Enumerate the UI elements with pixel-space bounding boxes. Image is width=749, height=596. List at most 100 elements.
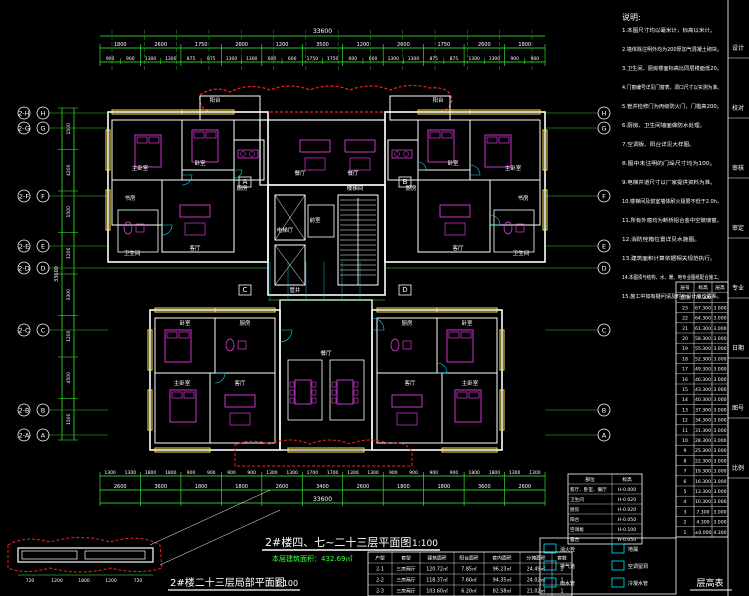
door-swing: [279, 329, 293, 343]
elev-table-header-0: 部位: [585, 476, 595, 483]
elev-table-header-1: 标高: [622, 476, 632, 483]
floor-table-cell: 2: [684, 520, 687, 526]
window: [499, 389, 505, 431]
dim-text: 2600: [276, 484, 289, 490]
note-line-9: 9.电梯井道尺寸以厂家提供资料为准。: [622, 178, 716, 186]
left-row-axis-bubbles: H2-HG2-GF2-FE2-ED2-DC2-CB2-BA2-A: [17, 106, 108, 442]
area-table-cell: 96.23㎡: [493, 566, 512, 573]
dim-text: 2600: [154, 42, 167, 48]
strip-label-7: 比例: [732, 464, 744, 472]
axis-left-F-label: F: [41, 193, 45, 201]
axis-left2-E-label: 2-E: [19, 243, 30, 251]
axis-left-A-label: A: [41, 432, 46, 440]
floor-table-cell: 16: [682, 377, 688, 383]
area-table-header-4: 套内面积: [492, 555, 511, 562]
dim-text: 1300: [468, 56, 480, 62]
floor-table-cell: 10.300: [695, 499, 711, 505]
dim-text: 1300: [408, 56, 420, 62]
axis-left-H-label: H: [41, 110, 46, 118]
floor-table-cell: 6: [684, 479, 687, 485]
dim-text: 1800: [437, 484, 450, 490]
sofa: [439, 204, 471, 218]
floor-table-cell: 3.000: [713, 418, 726, 424]
strip-label-2: 审核: [732, 164, 744, 172]
unit-mark-box: [398, 284, 412, 296]
axis-left-E-label: E: [41, 243, 45, 251]
window: [147, 389, 153, 431]
axis-left2-G-circle: [17, 121, 31, 135]
door-swing: [417, 161, 427, 171]
axis-left-G-circle: [36, 121, 50, 135]
door-swing: [489, 214, 501, 226]
burner: [249, 151, 255, 157]
dim-text: 1800: [165, 470, 177, 476]
axis-left-C-label: C: [41, 327, 46, 335]
area-table-header-1: 套型: [401, 555, 411, 562]
window: [499, 329, 505, 371]
area-table-cell: 94.35㎡: [493, 577, 512, 584]
axis-left2-A-circle: [17, 428, 31, 442]
legend-symbol: [543, 560, 557, 571]
floor-table-cell: 3.000: [713, 326, 726, 332]
dim-text: 900: [510, 56, 519, 62]
note-line-15: 15.施工中如有疑问请及时与设计单位联系。: [622, 292, 722, 300]
dim-text: 1800: [468, 470, 480, 476]
axis-left2-C-circle: [17, 323, 31, 337]
lower-dining-right: [329, 359, 365, 421]
area-table-cell: 21.02㎡: [527, 588, 546, 595]
dim-text: 900: [207, 470, 216, 476]
dim-text: 1500: [66, 206, 72, 218]
axis-right-A-circle: [597, 428, 611, 442]
dim-text: 1300: [104, 470, 116, 476]
floor-table-cell: 13.300: [695, 489, 711, 495]
coffee-table: [444, 222, 466, 236]
floor-table-cell: 3.000: [713, 479, 726, 485]
floor-table-cell: 18: [682, 356, 688, 362]
pillow: [468, 391, 480, 399]
floor-table-cell: 22: [682, 316, 688, 322]
unit-a-living: [161, 179, 235, 253]
floor-table-cell: 3.000: [713, 509, 726, 515]
area-table-cell: 103.60㎡: [426, 588, 448, 595]
axis-left-E-circle: [36, 239, 50, 253]
legend-symbol: [543, 543, 557, 554]
floor-table-cell: 7: [684, 469, 687, 475]
partial-dim-text: 720: [26, 578, 35, 584]
area-table-header-3: 阳台面积: [459, 555, 478, 562]
floor-table-cell: 屋顶: [680, 295, 690, 301]
floor-table-frame: [675, 281, 729, 538]
window: [287, 447, 365, 453]
chair: [331, 381, 337, 388]
window: [441, 447, 498, 453]
door-swing: [214, 372, 226, 384]
floor-table-cell: 64.300: [695, 316, 711, 322]
dim-text: 2600: [397, 42, 410, 48]
pillow: [205, 131, 217, 139]
room-label-mirror-2: 客厅: [452, 244, 464, 252]
lower-room-label-1: 厨房: [239, 319, 251, 327]
lower-room-label-4: 卧室: [461, 319, 473, 327]
dim-text: 1750: [327, 56, 339, 62]
chair: [289, 397, 295, 404]
basin: [402, 340, 412, 350]
door-swing: [469, 164, 481, 176]
strip-label-5: 日期: [732, 344, 744, 352]
partial-dim-text: 1800: [78, 578, 90, 584]
elev-table-cell: 厨房: [570, 506, 580, 513]
floor-table-header-0: 层号: [680, 285, 690, 291]
dim-text: 900: [187, 470, 196, 476]
floor-table-cell: 15: [682, 387, 688, 393]
room-label-1: 卧室: [194, 159, 206, 167]
area-table-cell: 1: [560, 589, 563, 595]
elev-table-cell: H-0.000: [618, 487, 636, 493]
coffee-table: [229, 412, 251, 426]
room-label-7: 书房: [124, 194, 136, 202]
dim-text: 1300: [347, 470, 359, 476]
window: [417, 109, 471, 115]
floor-plan: 主卧室卧室客厅餐厅厨房卫生间阳台书房电梯厅前室管井楼梯间主卧室卧室客厅餐厅厨房卫…: [105, 95, 548, 453]
unit-d-living: [376, 372, 443, 444]
floor-table-cell: 10: [682, 438, 688, 444]
dim-text: 1300: [226, 56, 238, 62]
